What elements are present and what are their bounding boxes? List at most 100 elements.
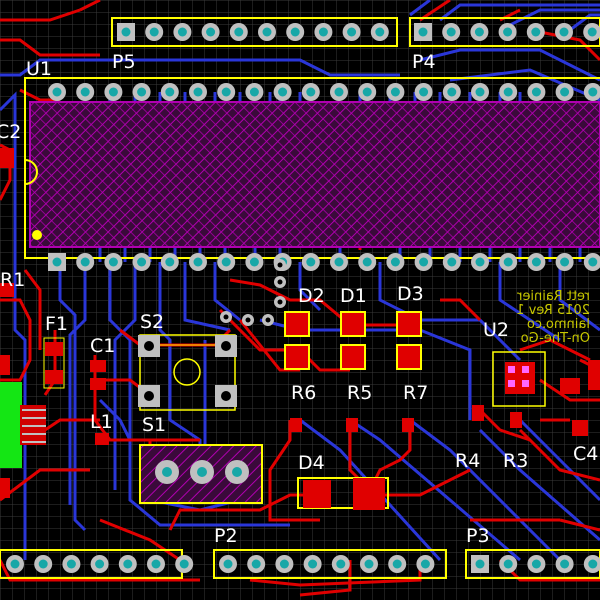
- c1-pad-2: [90, 378, 106, 390]
- label-d1: D1: [340, 285, 367, 307]
- pad-icon: [189, 83, 207, 101]
- s2-switch[interactable]: [138, 334, 237, 411]
- s2-hole-1: [144, 341, 154, 351]
- pad-icon: [342, 23, 361, 41]
- pad-icon: [386, 83, 405, 101]
- s2-outline: [139, 334, 236, 411]
- via-icon: [220, 311, 232, 323]
- pad-icon: [217, 83, 236, 101]
- r3-pad: [510, 412, 522, 428]
- r7-pad: [402, 418, 414, 432]
- pad-icon: [388, 555, 407, 573]
- led-components[interactable]: [284, 311, 422, 432]
- pad-icon: [414, 83, 433, 101]
- pad-icon: [275, 555, 294, 573]
- pad-icon: [471, 555, 489, 573]
- pad-icon: [414, 253, 433, 271]
- vias: [220, 259, 286, 326]
- label-r1: R1: [0, 269, 25, 291]
- d1-pad-1: [340, 311, 366, 337]
- label-c1: C1: [90, 335, 115, 357]
- pad-icon: [245, 253, 264, 271]
- pad-icon: [48, 83, 66, 101]
- pad-icon: [175, 555, 194, 573]
- pad-icon: [386, 253, 405, 271]
- via-icon: [274, 259, 286, 271]
- label-d3: D3: [397, 283, 424, 305]
- pad-icon: [498, 23, 517, 41]
- s2-hole-3: [144, 391, 154, 401]
- d2-pad-2: [284, 344, 310, 370]
- pad-icon: [219, 555, 237, 573]
- silk-line-2: 2015 Rev 1: [516, 303, 590, 318]
- header-outlines: [0, 17, 600, 579]
- d1-pad-2: [340, 344, 366, 370]
- pad-icon: [173, 23, 192, 41]
- pad-icon: [527, 83, 546, 101]
- s1-hole-2: [197, 467, 207, 477]
- u2-via-1: [508, 366, 515, 373]
- smd-components: [0, 148, 109, 445]
- f1-pad-2: [45, 370, 63, 384]
- pad-icon: [273, 83, 292, 101]
- pad-icon: [442, 253, 461, 271]
- d3-pad-1: [396, 311, 422, 337]
- s2-hole-2: [221, 341, 231, 351]
- pad-icon: [90, 555, 109, 573]
- label-u2: U2: [483, 319, 509, 341]
- u2-via-2: [522, 366, 529, 373]
- pad-icon: [471, 253, 489, 271]
- label-r7: R7: [403, 382, 428, 404]
- pad-icon: [201, 23, 220, 41]
- s2-actuator: [173, 358, 201, 386]
- pad-icon: [442, 83, 461, 101]
- pad-icon: [160, 83, 179, 101]
- via-icon: [242, 314, 254, 326]
- pad-icon: [147, 555, 165, 573]
- label-d4: D4: [298, 452, 325, 474]
- pad-icon: [360, 555, 378, 573]
- f1-pad-1: [45, 342, 63, 356]
- l1-pad: [95, 433, 109, 445]
- d4-pad-2: [353, 478, 385, 510]
- label-r6: R6: [291, 382, 316, 404]
- pad-icon: [499, 83, 518, 101]
- label-p2: P2: [214, 525, 238, 547]
- r5-pad: [346, 418, 358, 432]
- pad-icon: [330, 83, 348, 101]
- pad-icon: [583, 253, 600, 271]
- label-p5: P5: [112, 51, 136, 73]
- usb-connector[interactable]: [0, 355, 46, 498]
- pad-icon: [303, 555, 322, 573]
- label-c2: C2: [0, 121, 21, 143]
- pad-icon: [527, 253, 546, 271]
- d3-pad-2: [396, 344, 422, 370]
- u1-chip[interactable]: [24, 77, 600, 259]
- s1-switch[interactable]: [139, 444, 263, 504]
- pad-icon: [499, 253, 518, 271]
- silk-line-4: On-The-Go: [521, 331, 590, 346]
- pad-icon: [189, 253, 207, 271]
- u2-via-4: [522, 380, 529, 387]
- header-pads: [6, 23, 600, 573]
- pad-icon: [555, 253, 574, 271]
- c4-pad-1: [560, 378, 580, 394]
- pad-icon: [117, 23, 135, 41]
- u1-pads: [48, 83, 600, 271]
- usb-mount-pad-bottom: [0, 478, 10, 498]
- u1-keepout-cross: [30, 102, 600, 247]
- via-icon: [274, 296, 286, 308]
- pad-icon: [527, 555, 546, 573]
- d4-diode[interactable]: [297, 477, 389, 510]
- u1-notch: [24, 159, 38, 185]
- d4-outline: [297, 477, 389, 509]
- u2-chip[interactable]: [472, 351, 600, 436]
- label-s2: S2: [140, 311, 164, 333]
- label-r3: R3: [503, 450, 528, 472]
- usb-body: [0, 382, 22, 468]
- f1-outline: [43, 337, 65, 389]
- c1-pad-1: [90, 360, 106, 372]
